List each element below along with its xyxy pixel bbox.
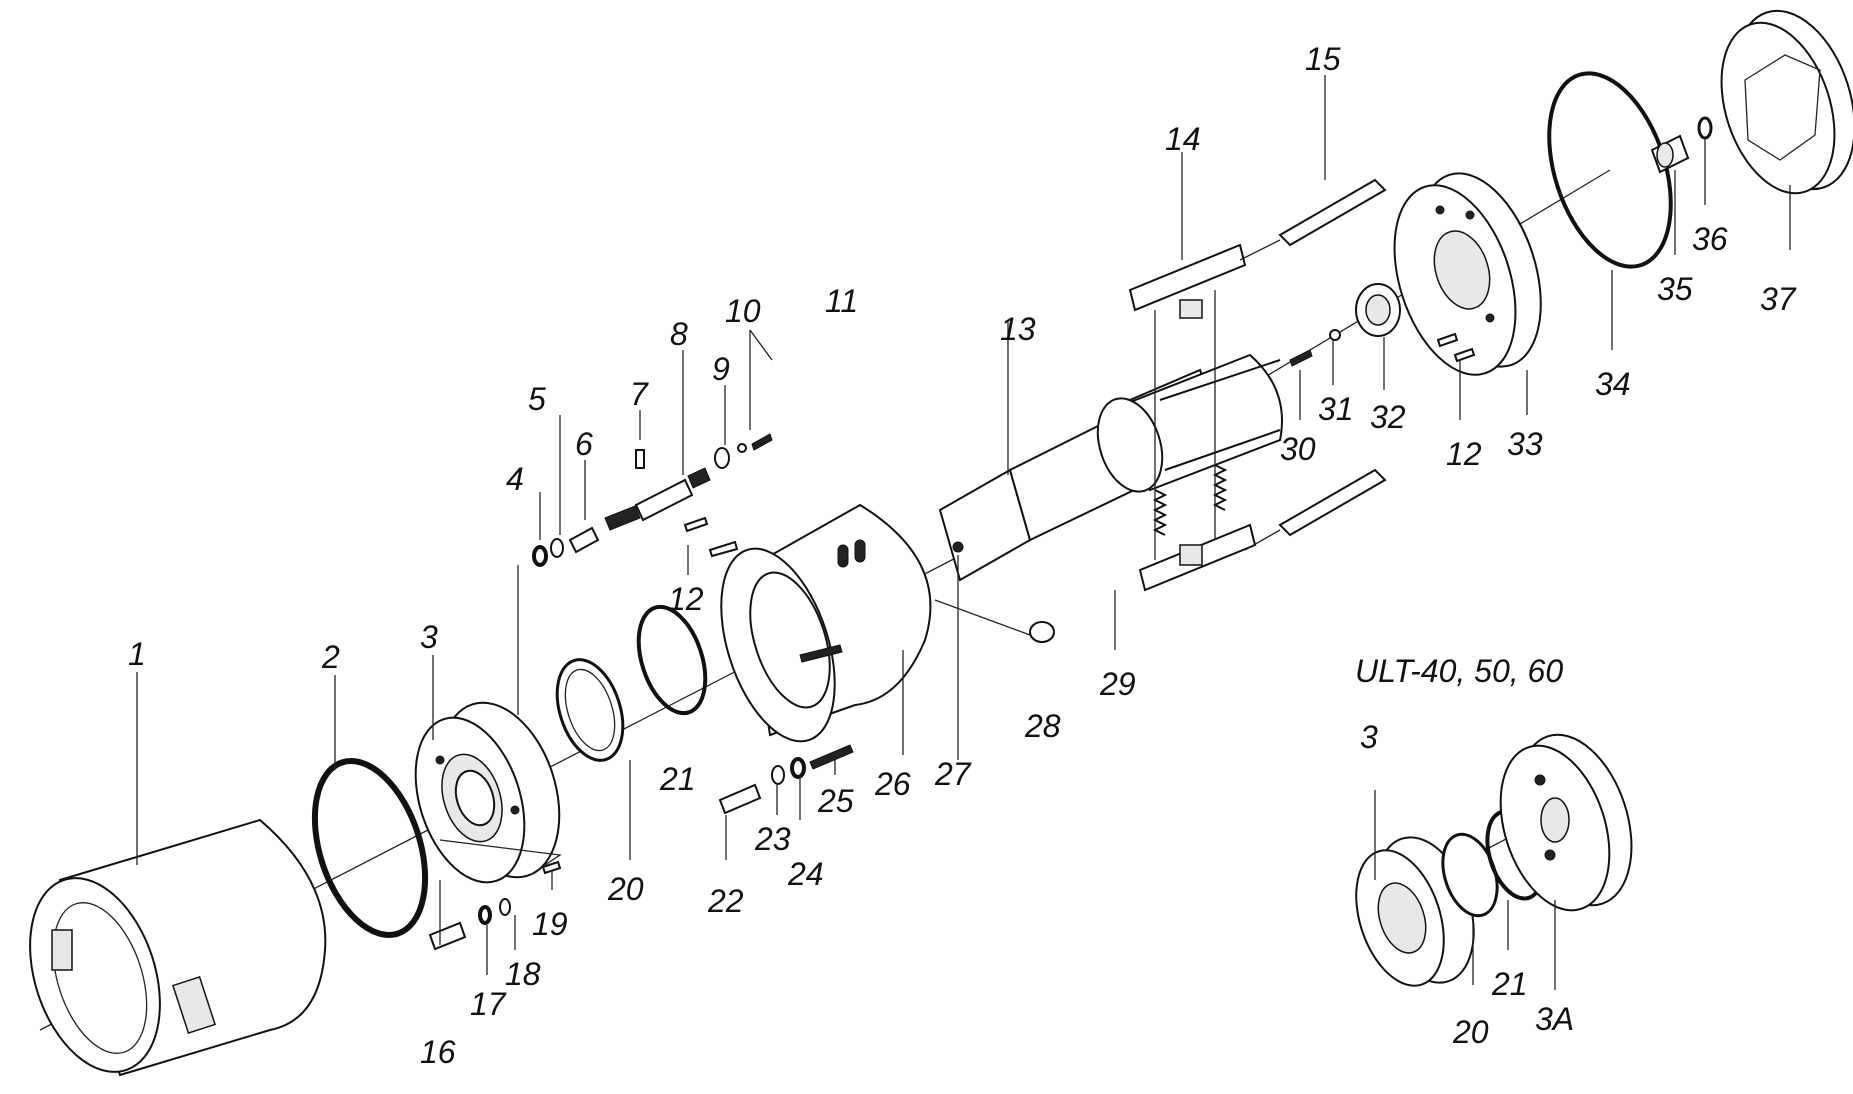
part-12-pins-left	[683, 516, 739, 558]
inset-ult-variant	[1355, 733, 1633, 990]
parts-22-25-bottom-valve	[718, 744, 854, 815]
label-22: 22	[707, 883, 744, 919]
label-10: 10	[725, 293, 761, 329]
label-13: 13	[1000, 311, 1036, 347]
label-32: 32	[1370, 399, 1406, 435]
rotor-body	[1096, 290, 1283, 560]
label-9: 9	[712, 351, 730, 387]
part-28-plug	[934, 599, 1055, 643]
part-21-o-ring	[636, 604, 708, 716]
label-24: 24	[787, 856, 824, 892]
leader-lines	[136, 75, 1791, 975]
part-14-upper-blade	[1128, 243, 1247, 319]
part-3-end-cap	[414, 701, 561, 884]
label-28: 28	[1024, 708, 1061, 744]
label-3a-inset: 3A	[1535, 1001, 1574, 1037]
label-7: 7	[630, 376, 649, 412]
label-20a: 20	[607, 871, 644, 907]
label-5: 5	[528, 381, 546, 417]
label-16: 16	[420, 1034, 456, 1070]
label-35: 35	[1657, 271, 1693, 307]
part-1-housing	[29, 818, 327, 1077]
label-3: 3	[420, 619, 438, 655]
label-33: 33	[1507, 426, 1543, 462]
parts-4-11-valve-stack	[532, 433, 773, 567]
part-labels: 1 2 3 4 5 6 7 8 9 10 11 12 13 14 15 16 1…	[128, 41, 1797, 1070]
label-36: 36	[1692, 221, 1728, 257]
label-25: 25	[817, 783, 854, 819]
label-26: 26	[874, 766, 911, 802]
part-2-o-ring	[311, 758, 429, 938]
label-3-inset: 3	[1360, 719, 1378, 755]
label-31: 31	[1318, 391, 1354, 427]
label-23: 23	[754, 821, 791, 857]
label-8: 8	[670, 316, 688, 352]
label-27: 27	[934, 756, 972, 792]
label-14: 14	[1165, 121, 1201, 157]
part-20-seal-ring	[555, 658, 625, 762]
parts-35-36-fitting	[1650, 116, 1713, 174]
label-11: 11	[825, 283, 858, 319]
label-21a: 21	[659, 761, 696, 797]
label-15: 15	[1305, 41, 1341, 77]
label-18: 18	[505, 956, 541, 992]
label-34: 34	[1595, 366, 1631, 402]
label-21-inset: 21	[1491, 966, 1528, 1002]
part-29-lower-blade	[1138, 523, 1257, 592]
label-30: 30	[1280, 431, 1316, 467]
part-15-rods	[1239, 178, 1387, 551]
part-33-end-plate	[1393, 172, 1542, 376]
label-12b: 12	[1446, 436, 1482, 472]
label-20-inset: 20	[1452, 1014, 1489, 1050]
parts-30-32-bearing	[1289, 283, 1401, 367]
part-26-cylinder	[720, 503, 932, 743]
inset-title: ULT-40, 50, 60	[1355, 653, 1563, 689]
parts-16-19-small-parts	[428, 839, 562, 951]
label-1: 1	[128, 636, 146, 672]
label-17: 17	[470, 986, 507, 1022]
label-37: 37	[1760, 281, 1797, 317]
label-29: 29	[1099, 666, 1136, 702]
label-2: 2	[321, 639, 340, 675]
label-4: 4	[506, 461, 524, 497]
part-37-end-cap	[1720, 9, 1853, 195]
label-6: 6	[575, 426, 593, 462]
label-12a: 12	[668, 581, 704, 617]
label-19: 19	[532, 906, 568, 942]
